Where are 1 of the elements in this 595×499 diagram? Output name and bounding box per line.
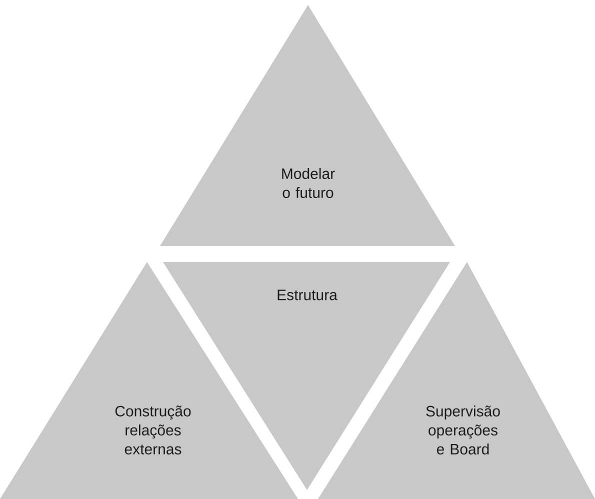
triangle: Modelar o futuro	[160, 5, 455, 246]
